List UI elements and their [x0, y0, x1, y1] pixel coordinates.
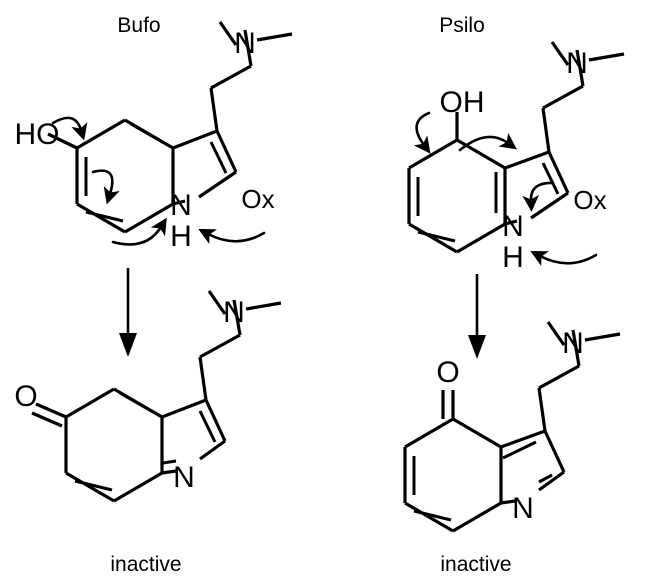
bufo-oxidant-label: Ox — [241, 184, 274, 214]
psilo-hydroxyl-label: OH — [440, 86, 485, 119]
bufo-product-carbonyl-o-label: O — [14, 380, 37, 413]
psilo-indole-h-label: H — [502, 241, 524, 274]
column-title-psilo: Psilo — [439, 14, 485, 37]
curly-arrow-bufo-ox-to-nh — [198, 228, 266, 245]
curly-arrow-bufo-oxygen-to-ring — [51, 116, 88, 141]
bufo-reactant-structure: HO N H N — [15, 21, 293, 253]
psilo-indole-n-label: N — [502, 210, 524, 243]
curly-arrow-psilo-oxygen-to-ring — [413, 111, 431, 154]
curly-arrow-psilo-ring-to-c3 — [458, 132, 517, 152]
bufo-product-structure: O N N — [14, 290, 282, 503]
psilo-product-ring-n-label: N — [512, 492, 534, 525]
bufo-product-caption: inactive — [110, 553, 181, 576]
reaction-arrow-bufo — [119, 268, 137, 357]
curly-arrow-psilo-ox-to-nh — [530, 250, 598, 267]
bufo-indole-h-label: H — [170, 220, 192, 253]
bufo-product-ring-n-label: N — [173, 461, 195, 494]
reaction-arrow-psilo — [468, 274, 486, 359]
psilo-mechanism-arrows: Ox — [413, 111, 607, 267]
psilo-product-structure: O N N — [403, 321, 621, 533]
curly-arrow-bufo-ring-to-nitrogen — [111, 217, 167, 246]
psilo-product-amine-n-label: N — [562, 327, 584, 360]
psilo-product-carbonyl-o-label: O — [436, 356, 459, 389]
bufo-indole-n-label: N — [170, 189, 192, 222]
column-title-bufo: Bufo — [117, 14, 160, 37]
bufo-product-amine-n-label: N — [223, 296, 245, 329]
psilo-reactant-structure: OH N H N — [407, 41, 625, 274]
psilo-product-caption: inactive — [440, 553, 511, 576]
curly-arrow-psilo-c2c3-to-nitrogen — [522, 181, 555, 212]
psilo-oxidant-label: Ox — [573, 185, 606, 215]
psilo-amine-n-label: N — [566, 47, 588, 80]
bufo-mechanism-arrows: Ox — [51, 116, 275, 246]
bufo-amine-n-label: N — [234, 27, 256, 60]
curly-arrow-bufo-ring-double-bond — [91, 169, 120, 205]
